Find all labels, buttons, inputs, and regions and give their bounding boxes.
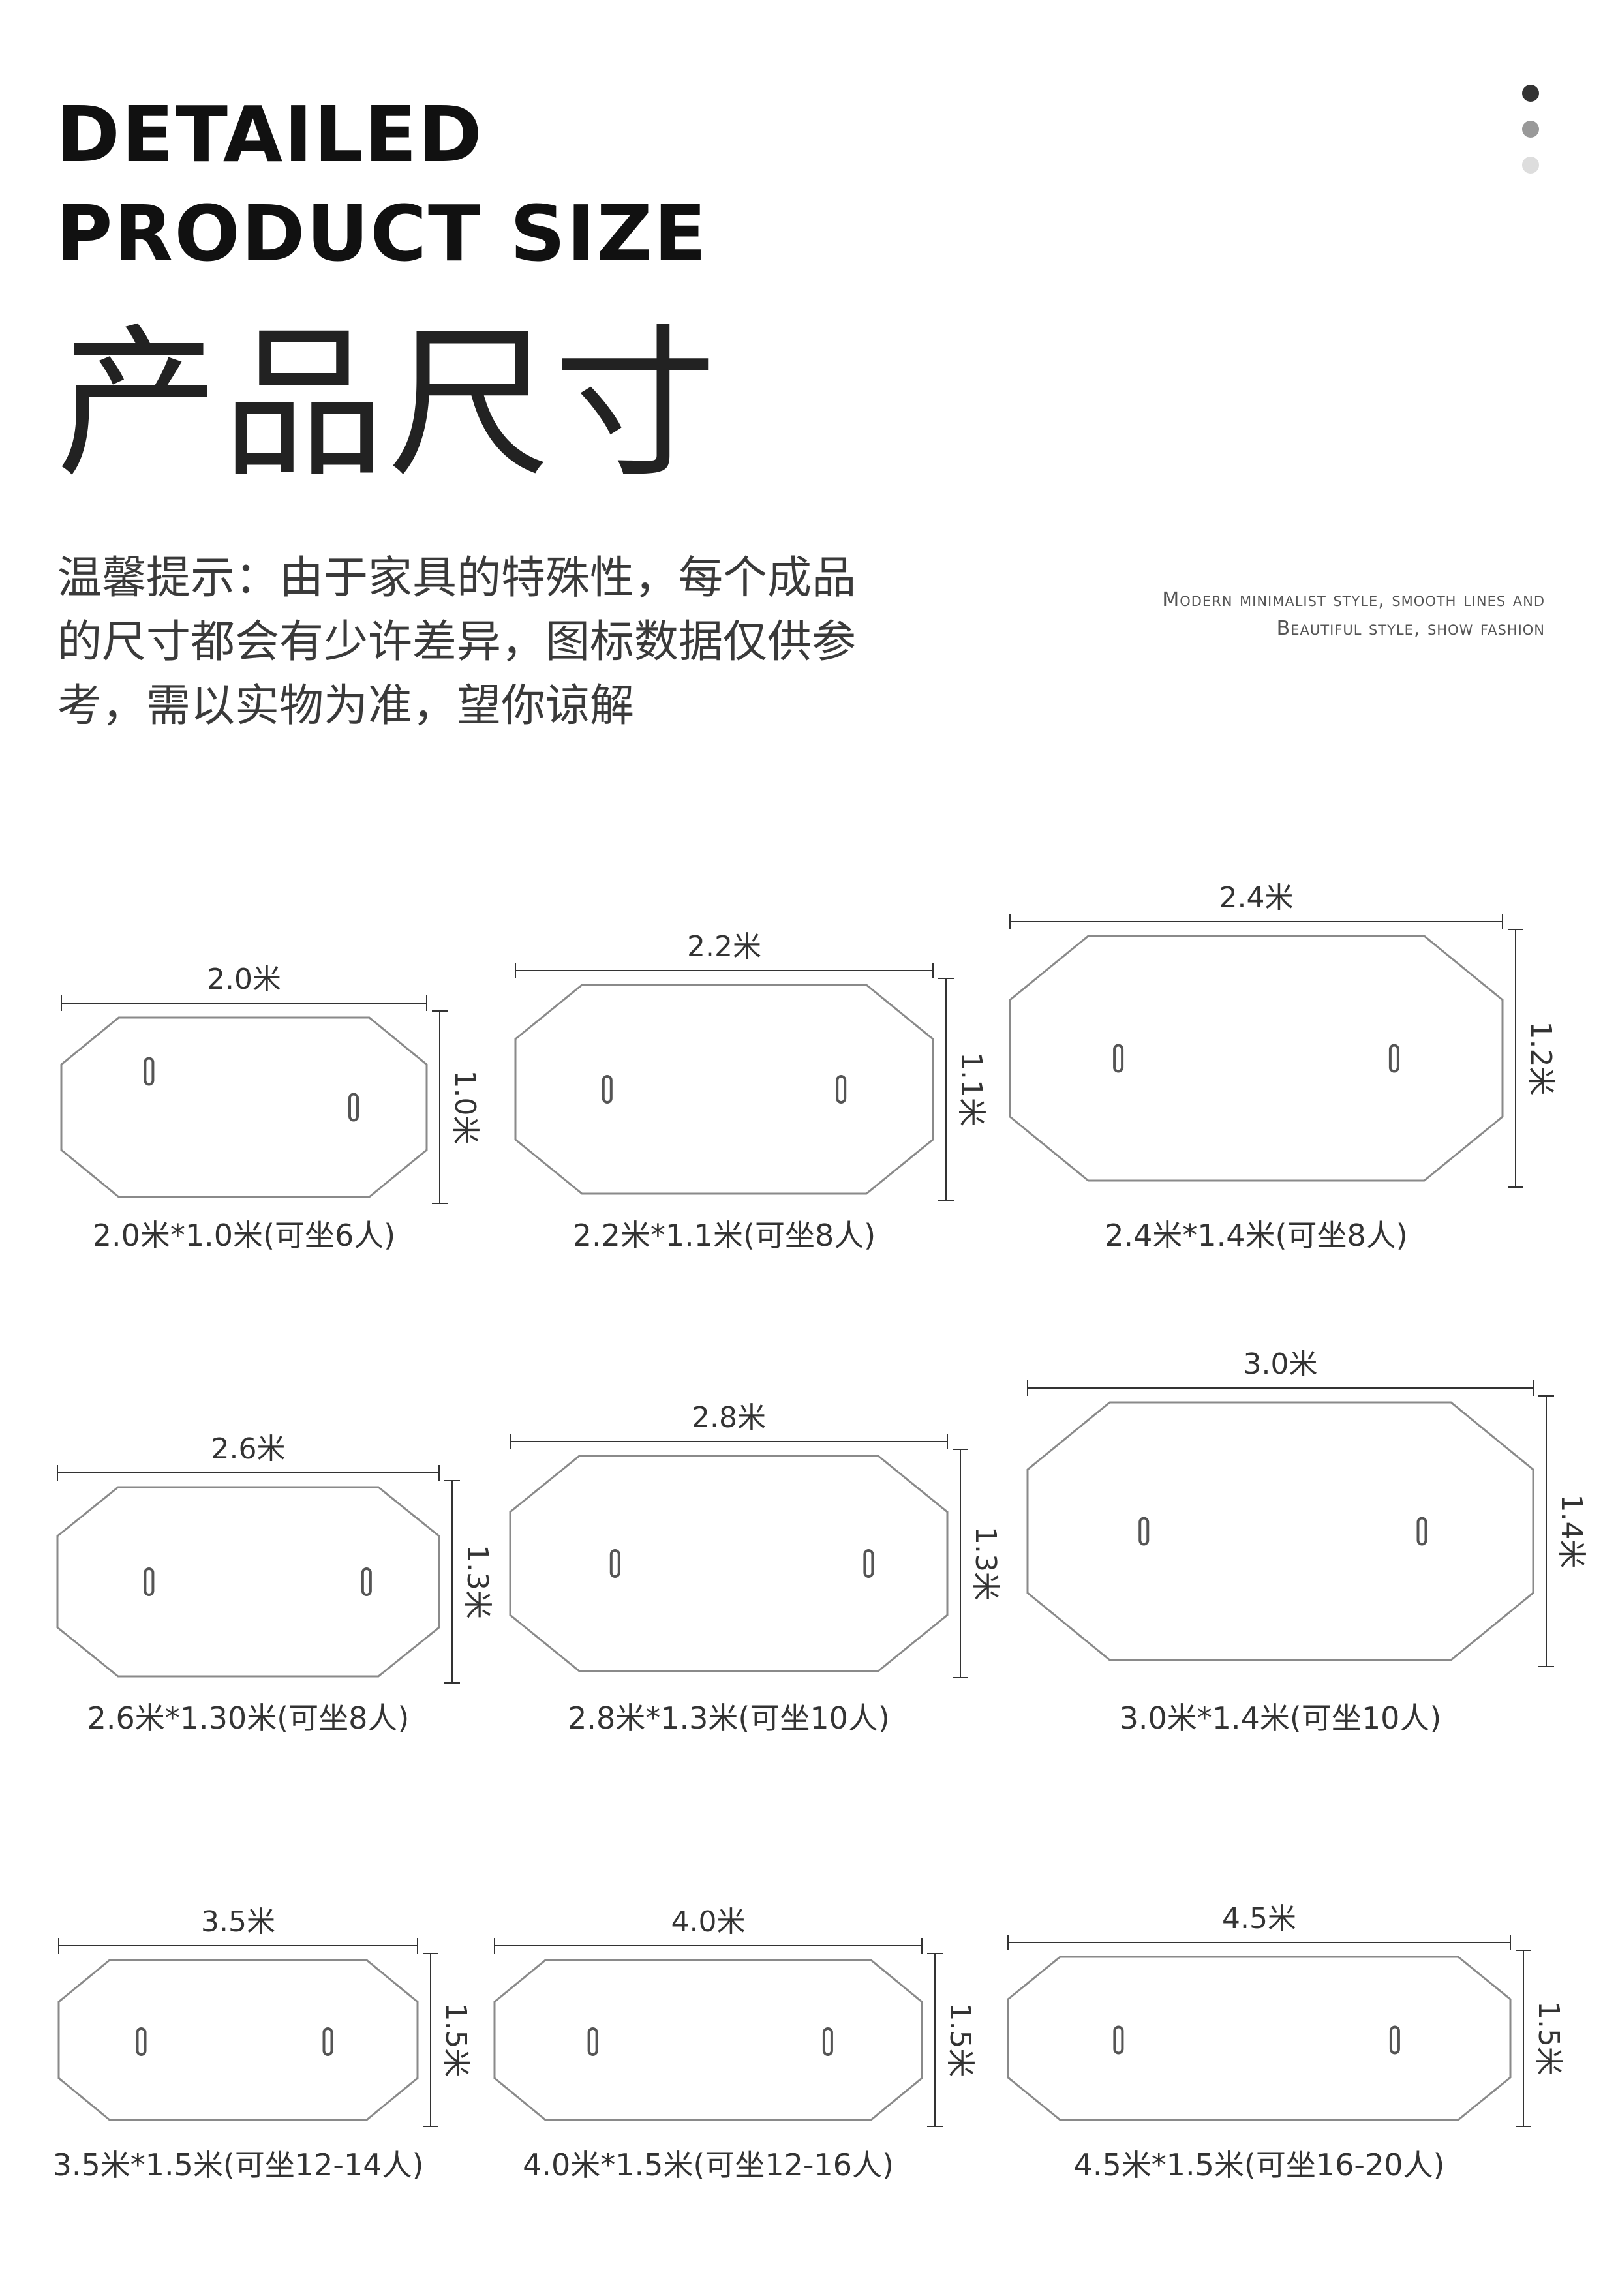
depth-label: 1.5米 bbox=[943, 2003, 977, 2077]
title-en-line1: DETAILED bbox=[56, 89, 483, 179]
table-handle-mark bbox=[1388, 1044, 1399, 1073]
notice-line-1: 温馨提示：由于家具的特殊性，每个成品 bbox=[57, 552, 857, 604]
table-outline bbox=[60, 1016, 428, 1198]
style-slogan: Modern minimalist style, smooth lines an… bbox=[1162, 586, 1545, 643]
width-label: 4.5米 bbox=[1222, 1902, 1296, 1935]
table-handle-mark bbox=[836, 1075, 847, 1104]
table-outline bbox=[56, 1486, 440, 1678]
page-title-cn: 产品尺寸 bbox=[56, 309, 719, 499]
width-label: 2.2米 bbox=[687, 930, 761, 963]
table-size-caption: 2.0米*1.0米(可坐6人) bbox=[93, 1218, 395, 1253]
depth-label: 1.4米 bbox=[1555, 1494, 1588, 1569]
table-size-caption: 2.2米*1.1米(可坐8人) bbox=[573, 1218, 876, 1253]
depth-label: 1.3米 bbox=[461, 1545, 494, 1619]
table-handle-mark bbox=[361, 1567, 372, 1596]
title-en-line2: PRODUCT SIZE bbox=[56, 189, 708, 279]
width-label: 3.0米 bbox=[1244, 1348, 1318, 1381]
page-indicator-dots bbox=[1522, 85, 1542, 192]
table-size-caption: 2.8米*1.3米(可坐10人) bbox=[568, 1700, 890, 1736]
table-handle-mark bbox=[322, 2027, 333, 2056]
table-outline bbox=[1009, 935, 1504, 1182]
table-handle-mark bbox=[1113, 1044, 1124, 1073]
width-label: 3.5米 bbox=[201, 1905, 275, 1939]
width-label: 4.0米 bbox=[671, 1905, 746, 1939]
width-label: 2.8米 bbox=[692, 1401, 766, 1434]
table-handle-mark bbox=[822, 2027, 833, 2056]
table-handle-mark bbox=[587, 2027, 598, 2056]
table-handle-mark bbox=[863, 1549, 874, 1578]
depth-label: 1.3米 bbox=[969, 1526, 1002, 1601]
table-size-caption: 3.5米*1.5米(可坐12-14人) bbox=[53, 2147, 424, 2183]
table-handle-mark bbox=[1389, 2025, 1400, 2055]
table-handle-mark bbox=[348, 1093, 359, 1122]
page-title-en: DETAILED PRODUCT SIZE bbox=[56, 85, 708, 283]
table-handle-mark bbox=[144, 1567, 155, 1596]
width-label: 2.6米 bbox=[211, 1432, 286, 1466]
depth-label: 1.2米 bbox=[1524, 1021, 1557, 1096]
indicator-dot-2 bbox=[1522, 121, 1539, 138]
table-size-caption: 4.5米*1.5米(可坐16-20人) bbox=[1074, 2147, 1445, 2183]
indicator-dot-3 bbox=[1522, 157, 1539, 174]
table-size-caption: 2.4米*1.4米(可坐8人) bbox=[1105, 1218, 1407, 1253]
table-size-caption: 2.6米*1.30米(可坐8人) bbox=[87, 1700, 410, 1736]
table-outline bbox=[1026, 1401, 1534, 1661]
table-outline bbox=[1007, 1956, 1512, 2121]
table-handle-mark bbox=[602, 1075, 613, 1104]
table-size-caption: 4.0米*1.5米(可坐12-16人) bbox=[523, 2147, 894, 2183]
table-handle-mark bbox=[609, 1549, 620, 1578]
table-handle-mark bbox=[1138, 1517, 1150, 1546]
width-label: 2.4米 bbox=[1219, 881, 1294, 914]
size-notice: 温馨提示：由于家具的特殊性，每个成品 的尺寸都会有少许差异，图标数据仅供参 考，… bbox=[57, 547, 932, 738]
slogan-line-2: Beautiful style, show fashion bbox=[1276, 617, 1545, 640]
table-handle-mark bbox=[1416, 1517, 1427, 1546]
slogan-line-1: Modern minimalist style, smooth lines an… bbox=[1162, 588, 1545, 611]
table-handle-mark bbox=[136, 2027, 147, 2056]
depth-label: 1.1米 bbox=[954, 1052, 988, 1126]
table-outline bbox=[514, 984, 934, 1195]
depth-label: 1.5米 bbox=[1532, 2001, 1565, 2076]
table-outline bbox=[509, 1455, 949, 1672]
depth-label: 1.0米 bbox=[448, 1070, 481, 1145]
table-size-caption: 3.0米*1.4米(可坐10人) bbox=[1120, 1700, 1442, 1736]
notice-line-3: 考，需以实物为准，望你谅解 bbox=[57, 680, 635, 732]
table-handle-mark bbox=[144, 1057, 155, 1086]
indicator-dot-1 bbox=[1522, 85, 1539, 102]
width-label: 2.0米 bbox=[207, 963, 281, 996]
table-handle-mark bbox=[1113, 2025, 1124, 2055]
table-outline bbox=[57, 1959, 419, 2121]
depth-label: 1.5米 bbox=[439, 2003, 472, 2077]
notice-line-2: 的尺寸都会有少许差异，图标数据仅供参 bbox=[57, 616, 857, 668]
table-outline bbox=[493, 1959, 923, 2121]
